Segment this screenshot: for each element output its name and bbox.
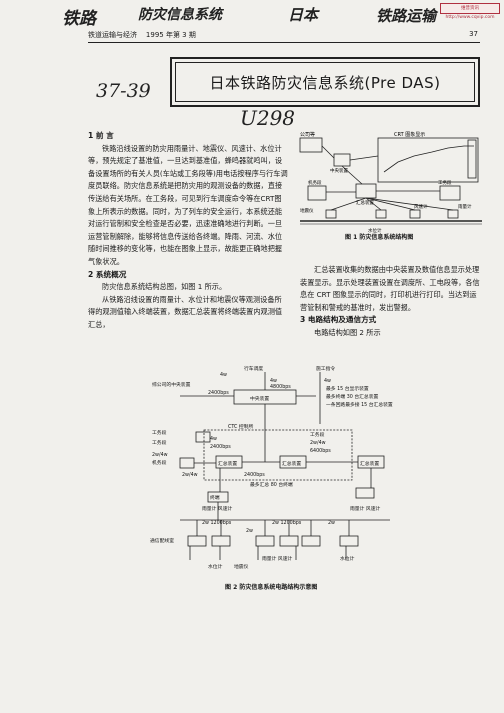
- fig1-crt: CRT 图象显示: [394, 131, 425, 138]
- fig2-w2f: 2w: [328, 520, 335, 526]
- handwriting-class-code: 37-39: [96, 80, 151, 102]
- issue-label: 1995 年第 3 期: [145, 31, 196, 39]
- fig2-max15: 最多 15 台显示装置: [326, 385, 369, 392]
- section-2-heading: 2 系统概况: [88, 269, 127, 279]
- page-number: 37: [469, 30, 478, 38]
- handwriting-4: 铁路运输: [376, 7, 437, 25]
- fig2-terminal: 终端: [210, 494, 220, 501]
- fig2-company-central: 综公司的中央装置: [152, 381, 191, 388]
- fig2-w2-1200a: 2w 1200bps: [202, 520, 232, 526]
- article-title: 日本铁路防灾信息系统(Pre DAS): [175, 62, 475, 102]
- figure-1-diagram: 公司等 CRT 图象显示 中央装置 机务段 汇总装置 工务段 地震仪 风速计 水…: [299, 131, 482, 234]
- fig2-one-loop: 一条回路最多接 15 台汇总装置: [326, 401, 393, 408]
- right-column: 汇总装置收集的数据由中央装置及数值信息显示处理装置显示。显示处理装置设置在调度所…: [300, 264, 482, 340]
- fig2-central: 中央装置: [250, 395, 269, 402]
- figure-1-caption: 图 1 防灾信息系统结构图: [345, 234, 414, 241]
- section-3-heading: 3 电路结构及通信方式: [300, 315, 377, 325]
- fig2-collector2: 汇总装置: [282, 460, 301, 467]
- handwriting-1: 铁路: [62, 9, 96, 29]
- fig1-rain-gauge: 雨量计: [458, 203, 472, 210]
- right-body: 汇总装置收集的数据由中央装置及数值信息显示处理装置显示。显示处理装置设置在调度所…: [300, 265, 480, 312]
- fig1-collector: 汇总装置: [356, 199, 374, 206]
- section-1-body: 铁路沿线设置的防灾用雨量计、地震仪、风速计、水位计等，预先规定了基准值，一旦达到…: [88, 143, 288, 266]
- handwriting-3: 日本: [288, 6, 319, 24]
- fig2-w4c: 4w: [324, 378, 331, 384]
- fig2-water: 水位计: [208, 563, 223, 570]
- fig1-dispatch: 机务段: [308, 179, 322, 186]
- left-column: 1 前 言 铁路沿线设置的防灾用雨量计、地震仪、风速计、水位计等，预先规定了基准…: [88, 130, 288, 332]
- figure-2-diagram: 行车调度 施工指令 综公司的中央装置 4w 2400bps 4w 4800bps…: [150, 365, 393, 570]
- fig1-seismometer: 地震仪: [300, 207, 314, 214]
- fig2-seismo: 地震仪: [234, 563, 249, 570]
- fig2-w4a: 4w: [220, 372, 227, 378]
- fig2-w4d: 4w: [210, 436, 217, 442]
- fig1-works: 工务段: [438, 179, 452, 186]
- fig2-rain-anemo: 雨量计 风速计: [202, 505, 233, 512]
- fig2-train-dispatch: 行车调度: [244, 365, 263, 372]
- figure-2-caption: 图 2 防灾信息系统电路结构示意图: [225, 584, 318, 591]
- section-2-body-2: 从铁路沿线设置的雨量计、水位计和地震仪等观测设备所得的观测值输入终端装置，数据汇…: [88, 294, 283, 329]
- fig2-w2c: 2w/4w: [182, 472, 198, 478]
- section-1-heading: 1 前 言: [88, 131, 114, 140]
- fig2-b2400a: 2400bps: [208, 390, 229, 396]
- fig2-water2: 水位计: [340, 555, 355, 562]
- running-header: 铁道运输与经济 1995 年第 3 期 37: [88, 30, 478, 40]
- section-2-body: 防灾信息系统结构总图，如图 1 所示。: [102, 282, 227, 292]
- fig2-works-dept: 工务段: [152, 429, 167, 436]
- fig2-w2-1200b: 2w 1200bps: [272, 520, 302, 526]
- fig2-b2400b: 2400bps: [210, 444, 231, 450]
- fig2-w2a: 2w/4w: [152, 452, 168, 458]
- fig2-w4b: 4w: [270, 378, 277, 384]
- fig2-collector1: 汇总装置: [218, 460, 237, 467]
- fig2-b2400c: 2400bps: [244, 472, 265, 478]
- fig2-b6400: 6400bps: [310, 448, 331, 454]
- fig2-works-dept3: 工务段: [310, 431, 325, 438]
- fig2-electric-room: 通信配线室: [150, 537, 174, 544]
- fig2-max30: 最多终端 30 台汇总装置: [326, 393, 379, 400]
- header-rule: [88, 42, 480, 43]
- fig2-works-dept2: 工务段: [152, 439, 167, 446]
- fig1-central: 中央装置: [330, 167, 348, 174]
- fig2-collector3: 汇总装置: [360, 460, 379, 467]
- fig2-rain-anemo3: 雨量计 风速计: [262, 555, 293, 562]
- fig1-company: 公司等: [300, 131, 315, 138]
- section-3-body: 电路结构如图 2 所示: [314, 327, 381, 337]
- fig2-w2e: 2w: [246, 528, 253, 534]
- fig2-w2b: 2w/4w: [310, 440, 326, 446]
- source-stamp: 维普资讯 http://www.cqvip.com: [440, 3, 500, 20]
- journal-name: 铁道运输与经济: [88, 31, 137, 39]
- fig2-max-terminals: 最多汇总 80 台终端: [250, 481, 293, 488]
- fig1-anemometer: 风速计: [414, 203, 428, 210]
- handwriting-2: 防灾信息系统: [138, 7, 222, 23]
- title-box: 日本铁路防灾信息系统(Pre DAS): [170, 57, 480, 107]
- fig1-water-gauge: 水位计: [368, 227, 382, 234]
- handwriting-call-number: U298: [240, 106, 296, 130]
- fig2-dispatch: 机务段: [152, 459, 167, 466]
- fig2-rain-anemo2: 雨量计 风速计: [350, 505, 381, 512]
- fig2-b4800: 4800bps: [270, 384, 291, 390]
- fig2-ctc: CTC 控制所: [228, 423, 253, 430]
- fig2-works-cmd: 施工指令: [316, 365, 335, 372]
